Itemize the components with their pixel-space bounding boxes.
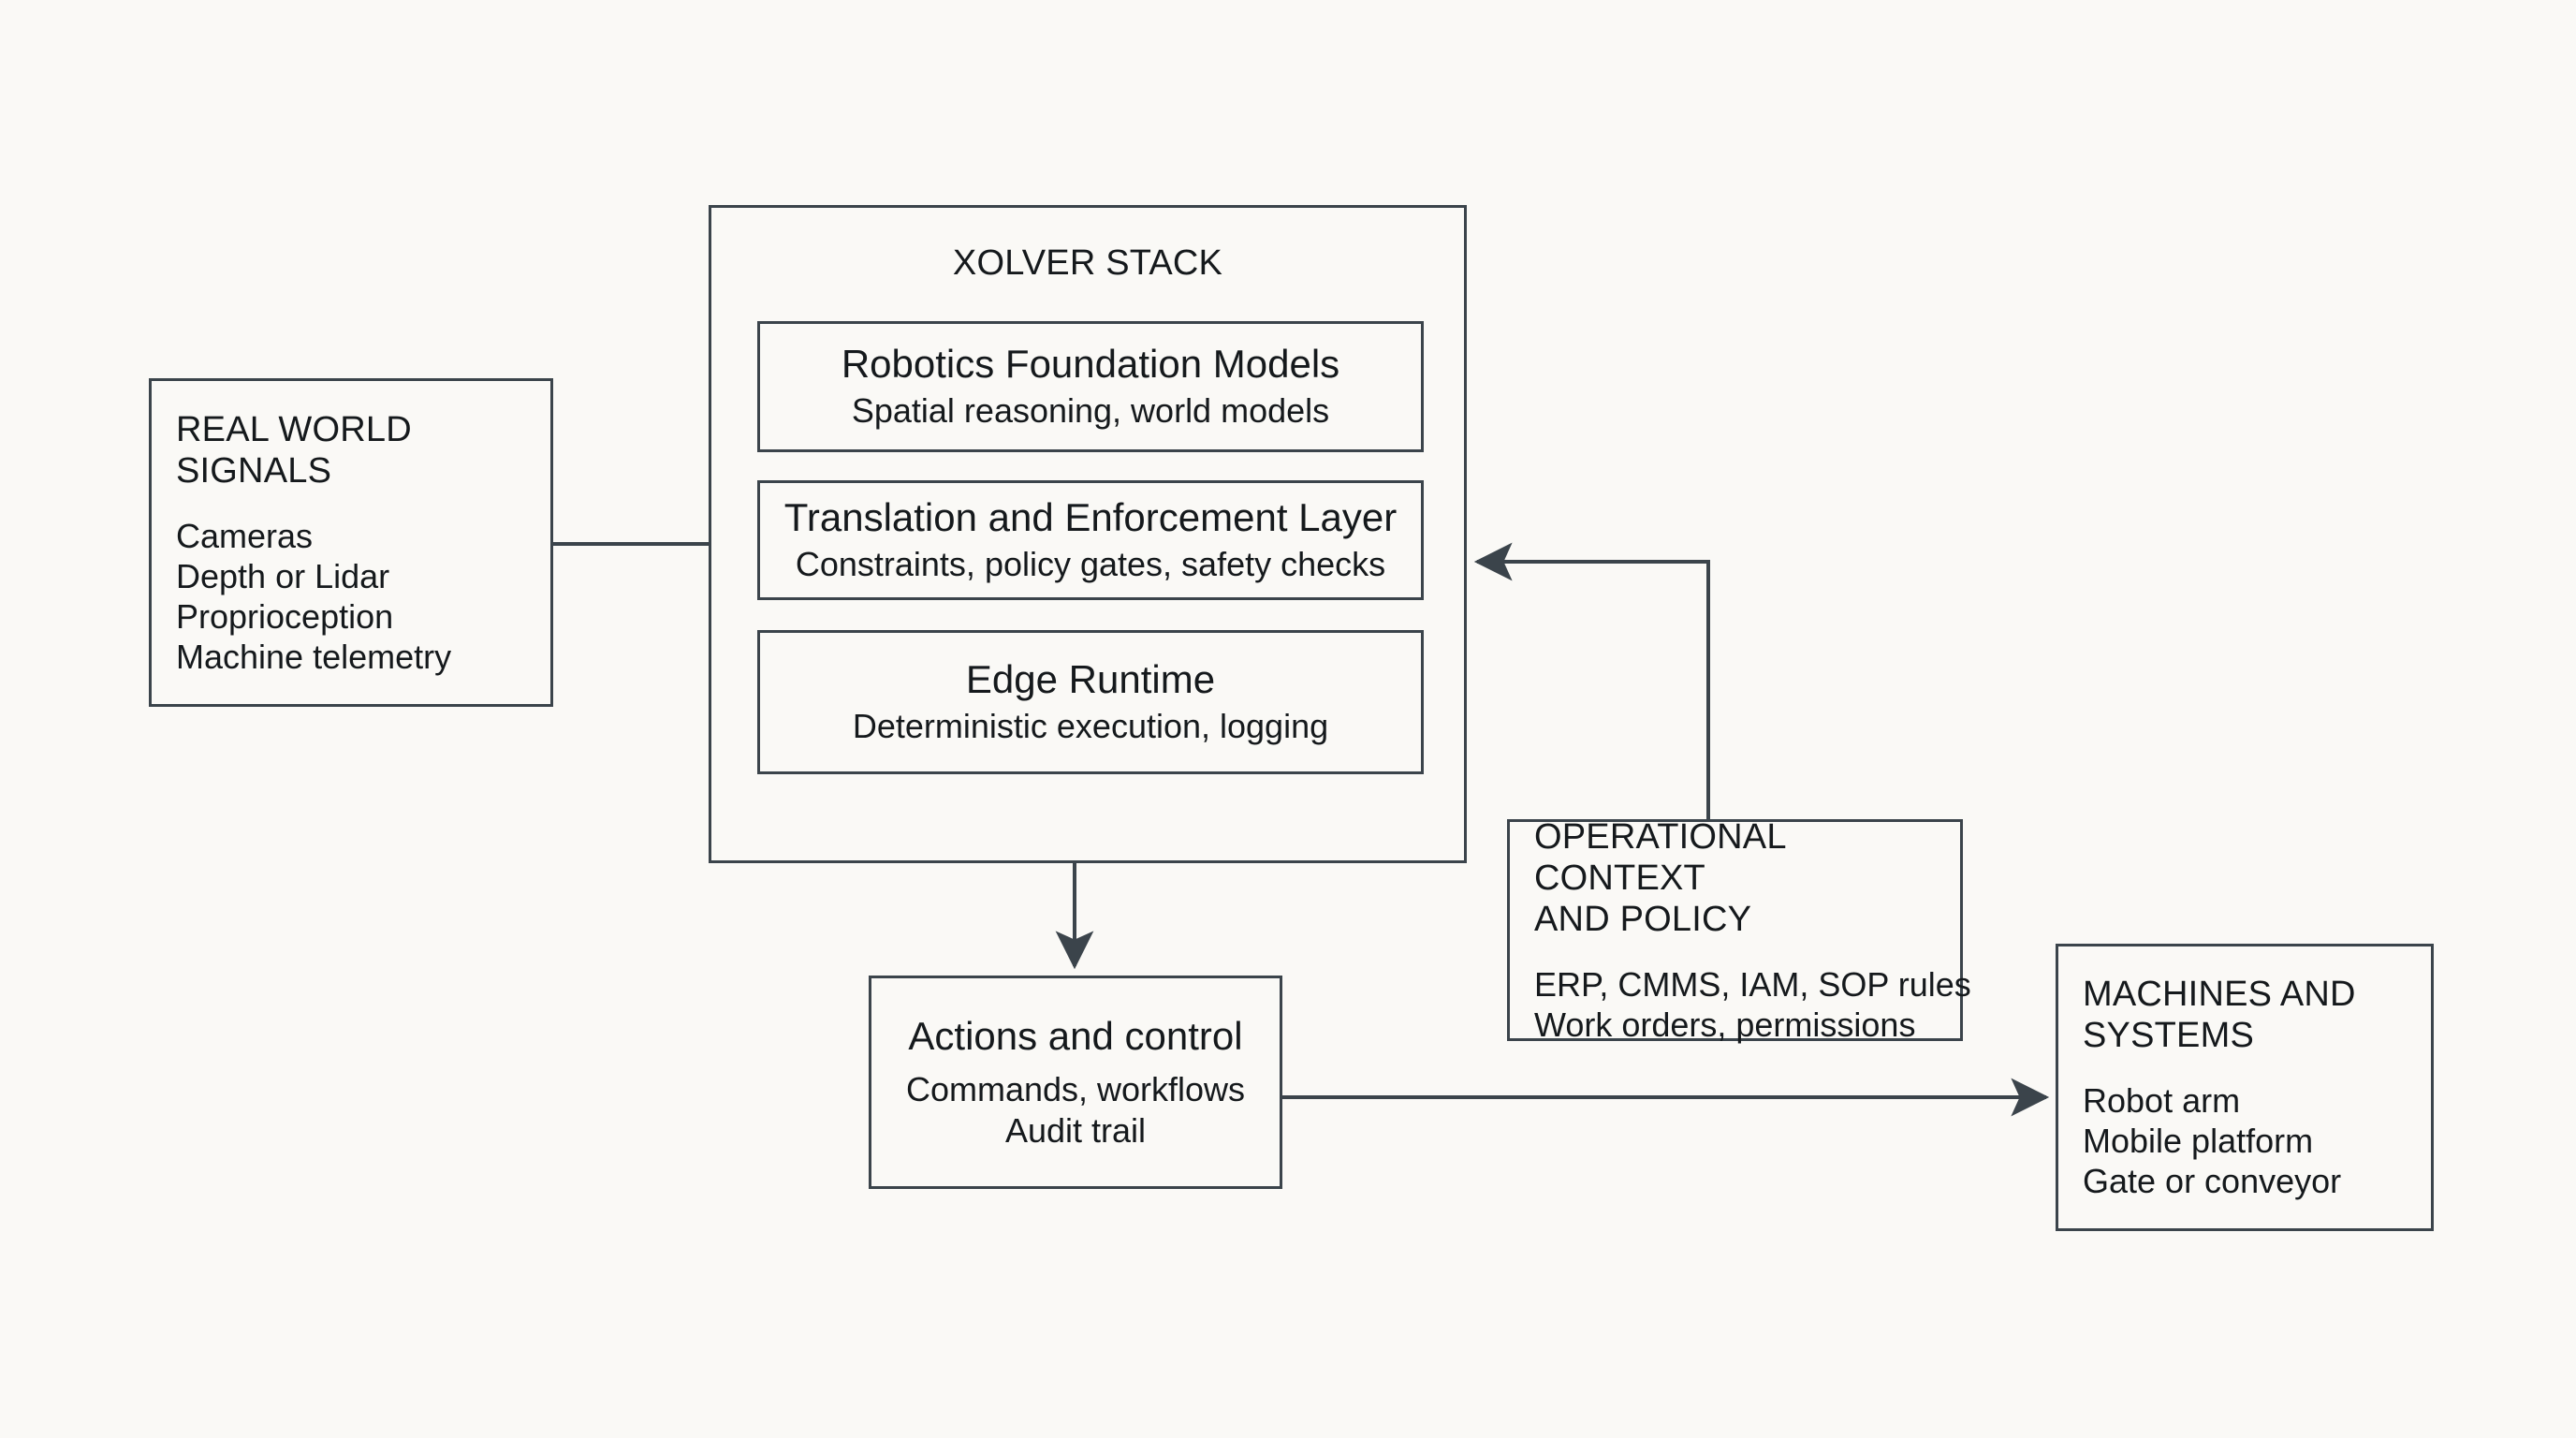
real-world-signals-heading: REAL WORLD SIGNALS: [176, 409, 412, 491]
machines-and-systems-list: Robot arm Mobile platform Gate or convey…: [2083, 1080, 2407, 1201]
actions-and-control-title: Actions and control: [908, 1014, 1243, 1058]
list-item: Proprioception: [176, 596, 394, 636]
edge-context-to-enforcement: [1473, 542, 1710, 819]
layer-edge-runtime[interactable]: Edge Runtime Deterministic execution, lo…: [757, 630, 1424, 774]
list-item: ERP, CMMS, IAM, SOP rules: [1534, 964, 1971, 1004]
actions-and-control-line2: Audit trail: [1004, 1111, 1147, 1150]
real-world-signals-list: Cameras Depth or Lidar Proprioception Ma…: [176, 516, 526, 677]
list-item: Mobile platform: [2083, 1122, 2314, 1160]
layer-title: Robotics Foundation Models: [841, 342, 1340, 386]
list-item: Work orders, permissions: [1534, 1005, 1916, 1044]
actions-and-control-line1: Commands, workflows: [905, 1070, 1246, 1108]
node-xolver-stack[interactable]: XOLVER STACK Robotics Foundation Models …: [709, 205, 1467, 863]
list-item: Depth or Lidar: [176, 556, 390, 595]
list-item: Cameras: [176, 516, 314, 555]
layer-subtitle: Constraints, policy gates, safety checks: [795, 545, 1386, 583]
layer-subtitle: Spatial reasoning, world models: [851, 391, 1330, 430]
layer-translation-and-enforcement[interactable]: Translation and Enforcement Layer Constr…: [757, 480, 1424, 600]
layer-subtitle: Deterministic execution, logging: [852, 707, 1329, 745]
xolver-stack-title: XOLVER STACK: [952, 243, 1223, 283]
node-operational-context-and-policy[interactable]: OPERATIONAL CONTEXT AND POLICY ERP, CMMS…: [1507, 816, 1971, 1044]
list-item: Machine telemetry: [176, 637, 452, 676]
node-machines-and-systems[interactable]: MACHINES AND SYSTEMS Robot arm Mobile pl…: [2056, 944, 2434, 1231]
operational-context-heading: OPERATIONAL CONTEXT AND POLICY: [1534, 816, 1786, 939]
node-real-world-signals[interactable]: REAL WORLD SIGNALS Cameras Depth or Lida…: [149, 378, 553, 707]
list-item: Gate or conveyor: [2083, 1162, 2342, 1200]
operational-context-list: ERP, CMMS, IAM, SOP rules Work orders, p…: [1534, 964, 1971, 1045]
machines-and-systems-heading: MACHINES AND SYSTEMS: [2083, 975, 2356, 1055]
layer-title: Edge Runtime: [965, 657, 1216, 701]
layer-robotics-foundation-models[interactable]: Robotics Foundation Models Spatial reaso…: [757, 321, 1424, 452]
list-item: Robot arm: [2083, 1081, 2241, 1120]
layer-title: Translation and Enforcement Layer: [783, 495, 1398, 539]
node-actions-and-control[interactable]: Actions and control Commands, workflows …: [869, 976, 1282, 1189]
